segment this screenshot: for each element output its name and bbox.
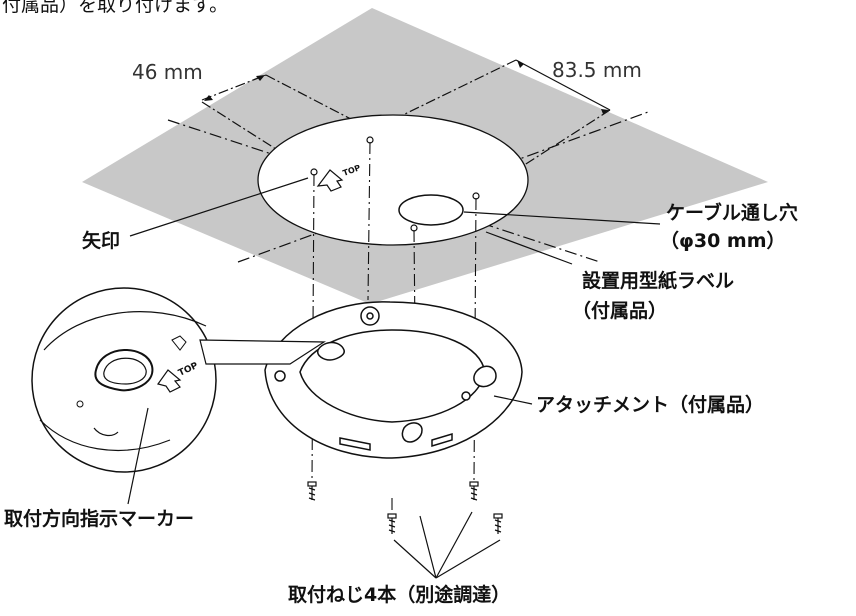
screw-lower-left xyxy=(387,513,397,534)
mounting-screws xyxy=(307,481,503,534)
cable-hole xyxy=(398,194,464,226)
label-template-line1: 設置用型紙ラベル xyxy=(582,270,735,292)
screw-lower-right xyxy=(493,513,503,534)
template-label xyxy=(257,114,529,246)
label-cable-hole-line2: （φ30 mm） xyxy=(660,230,786,252)
attachment-plate xyxy=(264,301,523,459)
label-arrow: 矢印 xyxy=(82,230,121,252)
label-attachment: アタッチメント（付属品） xyxy=(536,394,765,416)
label-direction-marker: 取付方向指示マーカー xyxy=(4,508,195,530)
dimension-83-5mm: 83.5 mm xyxy=(552,58,642,82)
screw-upper-right xyxy=(469,481,479,501)
label-template-line2: （付属品） xyxy=(572,300,668,322)
label-cable-hole-line1: ケーブル通し穴 xyxy=(666,202,798,224)
header-fragment: 付属品）を取り付けます。 xyxy=(2,0,229,16)
screw-upper-left xyxy=(307,481,317,501)
callout-wedge xyxy=(199,339,326,365)
leader-lines xyxy=(127,177,661,579)
dimension-46mm: 46 mm xyxy=(132,60,203,84)
label-screws: 取付ねじ4本（別途調達） xyxy=(288,584,511,606)
magnified-marker-view: TOP xyxy=(31,287,217,473)
template-screw-holes xyxy=(310,136,480,232)
